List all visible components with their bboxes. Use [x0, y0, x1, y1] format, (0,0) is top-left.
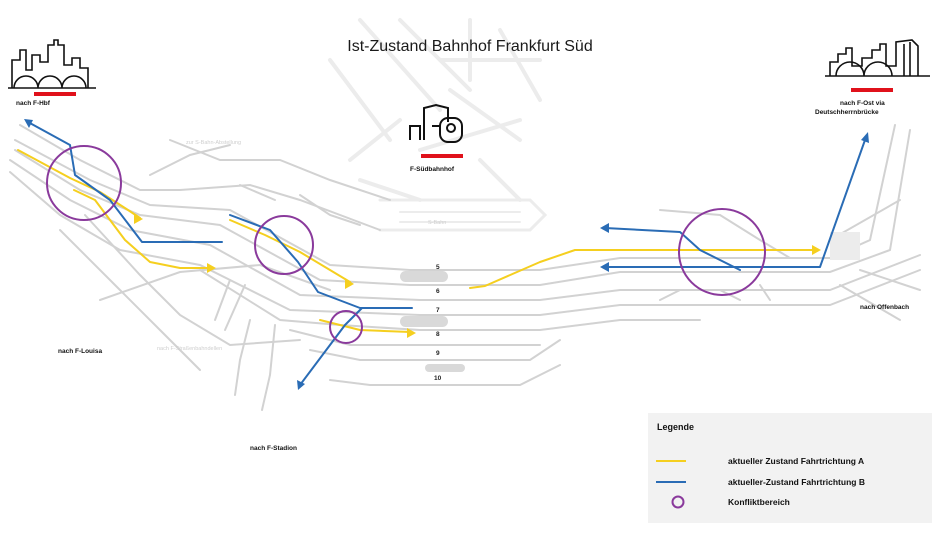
route-a-east-segment — [469, 249, 816, 289]
legend-label: aktueller Zustand Fahrtrichtung A — [728, 456, 865, 466]
track-number: 6 — [436, 288, 440, 295]
conflict-circle-mid — [254, 215, 314, 275]
arrow-a-2 — [207, 263, 216, 273]
label-sbahn: S-Bahn — [428, 220, 447, 226]
conflict-circle-hbf — [46, 145, 122, 221]
route-a-track8-segment — [319, 319, 411, 333]
route-b-east-upper — [604, 227, 741, 271]
arrow-b-4 — [600, 262, 609, 272]
route-b-main-segment — [229, 214, 413, 309]
label-ost-line2: Deutschherrnbrücke — [815, 109, 879, 116]
skyline-ost-icon — [825, 39, 930, 77]
arrow-b-3 — [600, 223, 609, 233]
label-ost-line1: nach F-Ost via — [840, 100, 885, 107]
legend-label: aktueller-Zustand Fahrtrichtung B — [728, 477, 865, 487]
station-train-icon — [409, 103, 463, 143]
legend-item-direction-a: aktueller Zustand Fahrtrichtung A — [648, 454, 932, 468]
platform-7-8 — [400, 316, 448, 327]
route-b-arrows — [24, 119, 869, 390]
suedbahnhof-bar — [421, 154, 463, 158]
platforms — [400, 271, 465, 372]
route-a-louisa-segment — [73, 189, 213, 269]
route-a-arrows — [134, 214, 821, 338]
legend-line-blue-icon — [656, 481, 686, 483]
track-number: 10 — [434, 375, 442, 382]
platform-9-10 — [425, 364, 465, 372]
platform-5-6 — [400, 271, 448, 282]
diagram-title: Ist-Zustand Bahnhof Frankfurt Süd — [347, 38, 593, 55]
label-offenbach: nach Offenbach — [860, 304, 910, 311]
track-number: 5 — [436, 264, 440, 271]
conflict-circle-stadion — [329, 310, 363, 344]
label-stadion: nach F-Stadion — [250, 445, 297, 452]
route-b-hbf-segment — [27, 121, 223, 243]
hbf-bar — [34, 92, 76, 96]
track-number: 9 — [436, 350, 440, 357]
route-direction-b — [27, 121, 866, 386]
arrow-a-3 — [345, 278, 354, 289]
legend-line-yellow-icon — [656, 460, 686, 462]
track-number: 7 — [436, 307, 440, 314]
route-b-stadion-segment — [299, 307, 363, 386]
legend-label: Konfliktbereich — [728, 497, 790, 507]
label-sbahn-abstellung: zur S-Bahn-Abstellung — [186, 140, 242, 146]
arrow-b-5 — [861, 132, 869, 143]
legend-box: Legende aktueller Zustand Fahrtrichtung … — [648, 413, 932, 523]
legend-title: Legende — [657, 422, 695, 432]
skyline-hbf-icon — [8, 39, 96, 89]
conflict-areas — [46, 145, 766, 344]
label-hbf: nach F-Hbf — [16, 100, 50, 107]
ost-station-block — [830, 232, 860, 260]
track-number: 8 — [436, 331, 440, 338]
label-louisa: nach F-Louisa — [58, 348, 103, 355]
label-strassenbahn: nach F-Straßenbahndellen — [157, 346, 223, 352]
legend-item-direction-b: aktueller-Zustand Fahrtrichtung B — [648, 475, 932, 489]
route-a-mid-segment — [229, 219, 351, 283]
route-b-east-lower — [604, 139, 866, 268]
arrow-a-5 — [812, 245, 821, 255]
conflict-circle-east — [678, 208, 766, 296]
ost-bar — [851, 88, 893, 92]
arrow-a-1 — [134, 214, 143, 224]
label-suedbahnhof: F-Südbahnhof — [410, 166, 455, 173]
arrow-a-4 — [407, 328, 416, 338]
arrow-b-2 — [297, 380, 305, 390]
background-city-map — [328, 18, 548, 232]
legend-circle-icon — [671, 495, 685, 509]
arrow-b-1 — [24, 119, 33, 128]
legend-item-conflict: Konfliktbereich — [648, 495, 932, 509]
